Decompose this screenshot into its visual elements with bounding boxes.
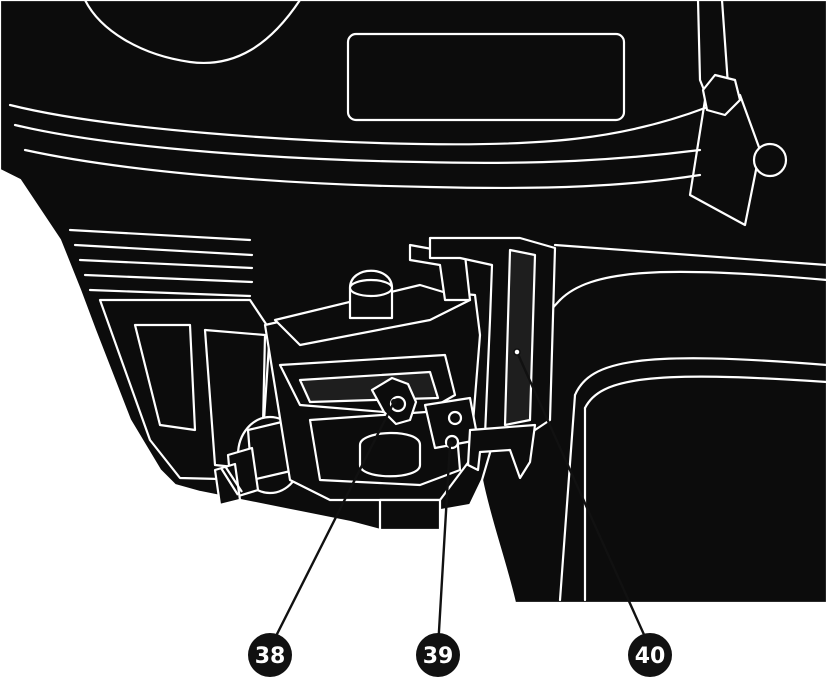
tube-clip xyxy=(466,423,537,480)
leader-dot-40 xyxy=(513,348,521,356)
side-panel xyxy=(553,243,827,267)
leader-lines xyxy=(268,350,652,650)
shroud-rim-lower xyxy=(23,148,702,190)
callout-40: 40 xyxy=(628,633,672,677)
air-cleaner-opening xyxy=(83,0,302,64)
bracket-frame xyxy=(688,93,762,227)
shroud-rim-edge xyxy=(8,103,707,146)
leader-dot-39 xyxy=(447,441,453,447)
bracket-bolt xyxy=(701,73,742,117)
leader-line-40 xyxy=(515,350,652,650)
valve-housing xyxy=(263,243,482,532)
leader-line-39 xyxy=(436,442,452,650)
callout-39: 39 xyxy=(416,633,460,677)
callout-40-circle xyxy=(628,633,672,677)
crankcase-slot xyxy=(133,323,197,432)
bracket-nut xyxy=(752,142,788,178)
callout-40-label: 40 xyxy=(635,644,666,669)
callout-39-circle xyxy=(416,633,460,677)
label-plate xyxy=(346,32,626,122)
tube-highlight xyxy=(503,248,537,427)
leader-dot-38 xyxy=(391,399,397,405)
callout-38: 38 xyxy=(248,633,292,677)
callout-39-label: 39 xyxy=(423,644,454,669)
valve-bottom xyxy=(378,498,442,532)
cooling-fins xyxy=(68,228,254,298)
fuel-tank-panel-2 xyxy=(583,375,827,410)
fuel-tank-edge xyxy=(558,270,827,302)
dipstick-tube xyxy=(428,236,557,480)
fuel-tank-side-2 xyxy=(558,393,577,602)
fuel-tank-panel xyxy=(573,357,827,397)
callout-38-circle xyxy=(248,633,292,677)
valve-body xyxy=(358,431,422,478)
callout-38-label: 38 xyxy=(255,644,286,669)
leader-line-38 xyxy=(268,400,396,650)
shroud-rim xyxy=(13,123,702,164)
